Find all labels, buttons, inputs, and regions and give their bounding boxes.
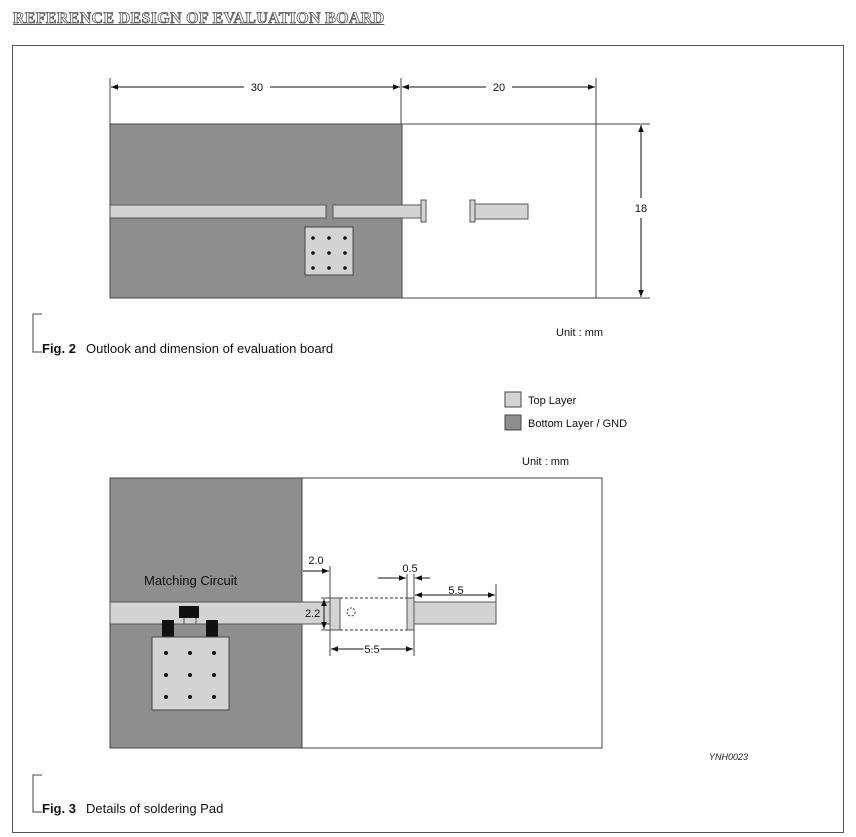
fig3-trace-left [109,601,331,625]
fig2-vias [311,236,347,270]
fig3-vias [164,651,216,699]
fig2-pad-left [420,199,427,223]
layer-legend: Top Layer Bottom Layer / GND Unit : mm [504,391,627,468]
fig3-center-pin [346,607,356,617]
content-frame [12,45,844,833]
fig2-trace-left [109,204,327,219]
fig3-drawing-code: YNH0023 [709,752,748,762]
fig3-series-component [179,606,199,618]
fig3-matching-circuit-label: Matching Circuit [144,573,238,588]
legend-label-top-layer: Top Layer [528,395,577,407]
fig3-unit: Unit : mm [522,456,569,468]
fig2-caption-text: Outlook and dimension of evaluation boar… [86,341,333,356]
fig3-caption-label: Fig. 3 [42,801,76,816]
legend-label-bottom-layer: Bottom Layer / GND [528,418,627,430]
fig2-dim-20: 20 [493,82,505,94]
fig2-board-drawing: 30 20 18 Unit : mm [109,78,650,339]
fig2-dim-30: 30 [251,82,263,94]
fig3-dim-pad-width: 0.5 [402,563,417,575]
fig2-caption-label: Fig. 2 [42,341,76,356]
fig3-dim-trace-length: 5.5 [448,585,463,597]
fig3-shunt-component-left [162,620,174,638]
fig2-pad-right [469,199,476,223]
fig2-unit: Unit : mm [556,327,603,339]
fig3-dim-pad-spacing: 5.5 [364,644,379,656]
fig3-dim-pad-height: 2.2 [305,608,320,620]
fig3-dim-gap: 2.0 [308,555,323,567]
legend-swatch-bottom-layer [504,414,522,431]
fig3-pad-left [329,597,341,631]
fig3-pad-right [406,597,415,631]
fig2-trace-right [474,203,529,220]
fig2-trace-middle [332,204,422,219]
fig2-caption: Fig. 2 Outlook and dimension of evaluati… [32,313,333,356]
fig3-caption-text: Details of soldering Pad [86,801,223,816]
fig2-dim-18: 18 [635,203,647,215]
fig3-shunt-component-right [206,620,218,638]
fig3-pad-drawing: Matching Circuit 2.0 0.5 5.5 2.2 5.5 [109,477,748,762]
legend-swatch-top-layer [504,391,522,408]
fig3-trace-right [413,601,497,625]
page-heading: REFERENCE DESIGN OF EVALUATION BOARD [13,10,385,28]
fig3-caption: Fig. 3 Details of soldering Pad [32,774,223,816]
